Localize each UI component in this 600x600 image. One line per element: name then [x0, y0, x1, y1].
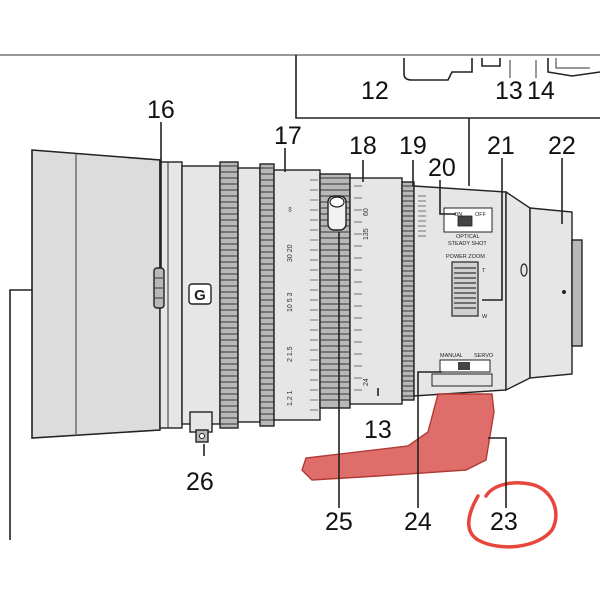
focus-ring: [219, 161, 275, 429]
power-zoom-lever: POWER ZOOM T W: [446, 254, 488, 320]
callout-16: 16: [147, 96, 175, 124]
manual-servo-switch: MANUAL SERVO: [431, 353, 494, 387]
svg-text:POWER ZOOM: POWER ZOOM: [446, 254, 485, 260]
callout-13-bottom: 13: [364, 416, 392, 444]
callout-labels: 12 13 14 16 17 18 19 20 21 22 13 26 25 2…: [147, 77, 576, 536]
circle-mark: [467, 481, 558, 549]
highlighted-grip: [301, 393, 495, 481]
iris-ring: [401, 181, 415, 401]
callout-12: 12: [361, 77, 389, 105]
svg-text:135: 135: [363, 228, 370, 240]
hood-lock-button: [153, 267, 165, 309]
steadyshot-switch: ON OFF OPTICAL STEADY SHOT: [443, 207, 493, 247]
svg-text:OFF: OFF: [475, 212, 487, 218]
svg-text:10 5 3: 10 5 3: [287, 292, 294, 312]
callout-23: 23: [490, 508, 518, 536]
callout-14: 14: [527, 77, 555, 105]
svg-text:ON: ON: [454, 212, 462, 218]
zoom-ring: [319, 173, 351, 409]
svg-text:∞: ∞: [287, 207, 294, 212]
callout-20: 20: [428, 154, 456, 182]
svg-text:OPTICAL: OPTICAL: [456, 234, 480, 240]
svg-text:60: 60: [363, 208, 370, 216]
callout-21: 21: [487, 132, 515, 160]
callout-24: 24: [404, 508, 432, 536]
svg-text:2 1.5: 2 1.5: [287, 346, 294, 362]
svg-text:1.2 1: 1.2 1: [287, 390, 294, 406]
inset-box: [0, 54, 600, 119]
g-logo-text: G: [194, 287, 206, 304]
leader-lines: [160, 118, 563, 508]
callout-18: 18: [349, 132, 377, 160]
mount-tab: [189, 411, 213, 443]
svg-text:24: 24: [363, 378, 370, 386]
callout-22: 22: [548, 132, 576, 160]
device-edge-line: [9, 289, 32, 540]
svg-text:T: T: [482, 268, 486, 274]
svg-text:SERVO: SERVO: [474, 353, 494, 359]
callout-17: 17: [274, 122, 302, 150]
callout-19: 19: [399, 132, 427, 160]
svg-text:STEADY SHOT: STEADY SHOT: [448, 241, 487, 247]
callout-25: 25: [325, 508, 353, 536]
distance-scale-section: ∞ 30 20 10 5 3 2 1.5 1.2 1: [273, 169, 321, 421]
svg-text:30 20: 30 20: [287, 244, 294, 262]
callout-26: 26: [186, 468, 214, 496]
focal-length-section: 60 135 24: [349, 177, 403, 405]
svg-text:MANUAL: MANUAL: [440, 353, 463, 359]
lens-mount: [505, 190, 583, 392]
svg-text:W: W: [482, 314, 488, 320]
g-section: G: [181, 165, 221, 425]
callout-13-top: 13: [495, 77, 523, 105]
